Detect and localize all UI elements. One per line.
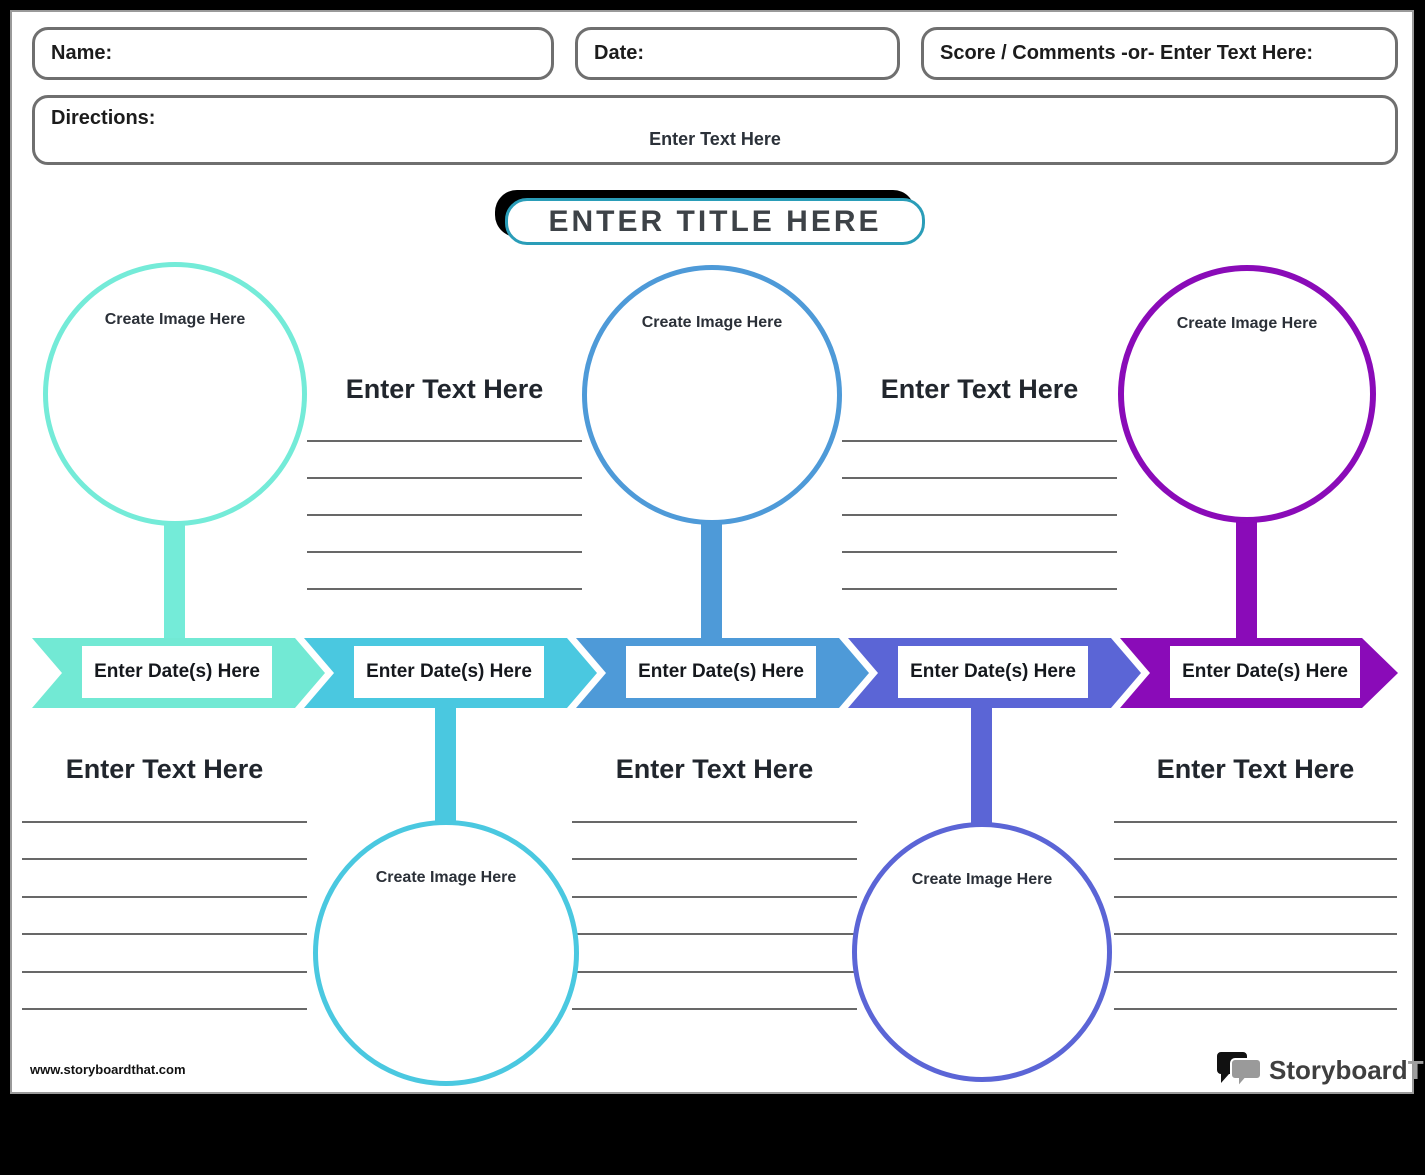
text-area-below-left[interactable]: Enter Text Here — [22, 754, 307, 1010]
ruled-lines — [572, 785, 857, 1010]
date-label: Date: — [594, 42, 645, 64]
create-image-label: Create Image Here — [1176, 315, 1318, 332]
date-entry-box-2[interactable]: Enter Date(s) Here — [354, 646, 544, 698]
directions-field[interactable]: Directions: Enter Text Here — [32, 95, 1398, 165]
name-label: Name: — [51, 42, 113, 64]
text-area-below-middle[interactable]: Enter Text Here — [572, 754, 857, 1010]
brand-text-primary: Storyboard — [1269, 1054, 1408, 1085]
storyboardthat-logo: StoryboardThat — [1217, 1048, 1425, 1092]
connector-circle1 — [164, 517, 185, 642]
speech-bubbles-icon — [1217, 1052, 1262, 1090]
image-circle-1[interactable]: Create Image Here — [43, 262, 307, 526]
text-area-heading: Enter Text Here — [880, 374, 1079, 404]
name-field[interactable]: Name: — [32, 27, 554, 80]
create-image-label: Create Image Here — [104, 311, 246, 328]
directions-label: Directions: — [51, 107, 156, 129]
connector-circle4 — [971, 704, 992, 828]
connector-circle3 — [701, 520, 722, 642]
text-area-heading: Enter Text Here — [1156, 754, 1355, 784]
text-area-above-left[interactable]: Enter Text Here — [307, 374, 582, 590]
ruled-lines — [307, 405, 582, 590]
website-url: www.storyboardthat.com — [30, 1062, 186, 1077]
create-image-label: Create Image Here — [375, 869, 517, 886]
brand-text-secondary: That — [1407, 1054, 1425, 1085]
create-image-label: Create Image Here — [641, 314, 783, 331]
text-area-heading: Enter Text Here — [615, 754, 814, 784]
worksheet-page: Name: Date: Score / Comments -or- Enter … — [10, 10, 1425, 1094]
image-circle-5[interactable]: Create Image Here — [1118, 265, 1376, 523]
date-field[interactable]: Date: — [575, 27, 900, 80]
image-circle-2[interactable]: Create Image Here — [313, 820, 579, 1086]
date-entry-box-5[interactable]: Enter Date(s) Here — [1170, 646, 1360, 698]
date-entry-box-4[interactable]: Enter Date(s) Here — [898, 646, 1088, 698]
text-area-heading: Enter Text Here — [345, 374, 544, 404]
connector-circle2 — [435, 704, 456, 826]
score-comments-field[interactable]: Score / Comments -or- Enter Text Here: — [921, 27, 1398, 80]
date-entry-box-1[interactable]: Enter Date(s) Here — [82, 646, 272, 698]
date-entry-label: Enter Date(s) Here — [366, 661, 532, 682]
date-entry-label: Enter Date(s) Here — [910, 661, 1076, 682]
ruled-lines — [842, 405, 1117, 590]
brand-text: StoryboardThat — [1269, 1055, 1425, 1086]
image-circle-3[interactable]: Create Image Here — [582, 265, 842, 525]
score-comments-label: Score / Comments -or- Enter Text Here: — [940, 42, 1314, 64]
date-entry-box-3[interactable]: Enter Date(s) Here — [626, 646, 816, 698]
date-entry-label: Enter Date(s) Here — [94, 661, 260, 682]
image-circle-4[interactable]: Create Image Here — [852, 822, 1112, 1082]
date-entry-label: Enter Date(s) Here — [1182, 661, 1348, 682]
ruled-lines — [22, 785, 307, 1010]
directions-placeholder: Enter Text Here — [649, 129, 781, 149]
create-image-label: Create Image Here — [911, 871, 1053, 888]
date-entry-label: Enter Date(s) Here — [638, 661, 804, 682]
title-box[interactable]: ENTER TITLE HERE — [505, 198, 925, 245]
text-area-above-right[interactable]: Enter Text Here — [842, 374, 1117, 590]
ruled-lines — [1114, 785, 1397, 1010]
text-area-heading: Enter Text Here — [65, 754, 264, 784]
title-text: ENTER TITLE HERE — [548, 204, 882, 238]
text-area-below-right[interactable]: Enter Text Here — [1114, 754, 1397, 1010]
connector-circle5 — [1236, 517, 1257, 642]
